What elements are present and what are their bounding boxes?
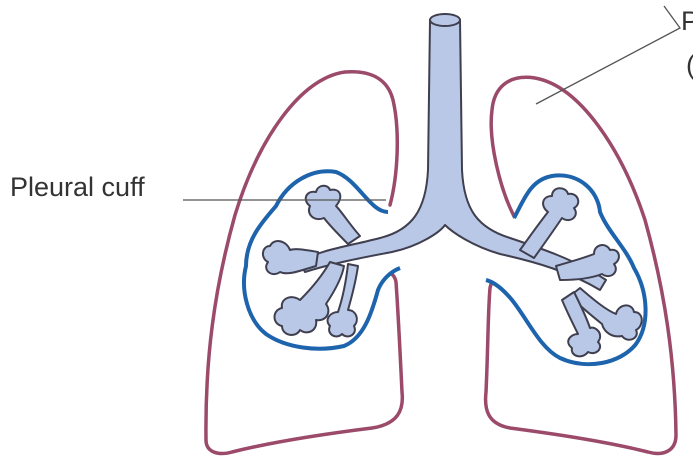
top-right-label-partial: P bbox=[681, 6, 693, 37]
trachea-opening bbox=[430, 14, 460, 26]
pleural-cuff-label: Pleural cuff bbox=[10, 172, 145, 203]
top-right-leader-line bbox=[536, 6, 680, 104]
top-right-label-partial-2: ( bbox=[686, 50, 693, 81]
